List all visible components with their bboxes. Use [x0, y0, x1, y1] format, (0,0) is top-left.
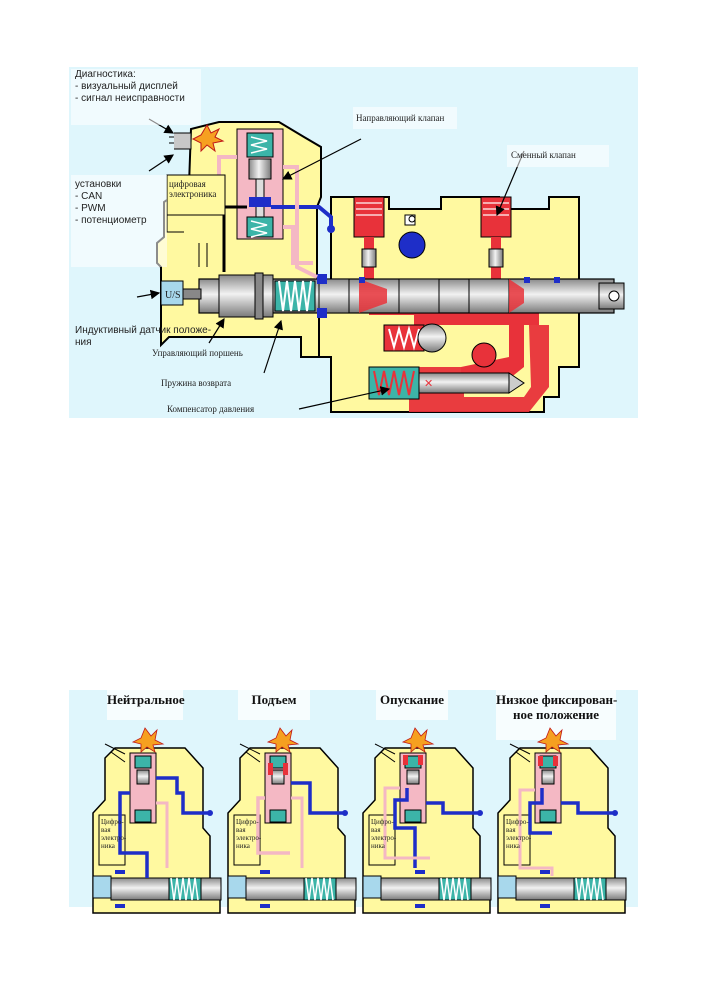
svg-text:✕: ✕ [424, 378, 433, 390]
label-shuttle-valve: Сменный клапан [511, 150, 576, 160]
sensor-symbol: U/S [165, 290, 181, 301]
tank-port [398, 231, 426, 259]
header-raise: Подъем [238, 690, 310, 720]
valve-cross-section: ✕ [136, 118, 625, 413]
label-diagnostics: Диагностика: - визуальный дисплей - сигн… [75, 69, 185, 104]
header-low-fixed: Низкое фиксирован- ное положение [496, 690, 617, 740]
label-control-piston: Управляющий поршень [152, 348, 243, 358]
label-box-settings [71, 175, 167, 267]
label-digital-electronics: цифровая электроника [169, 179, 217, 199]
label-pilot-valve: Направляющий клапан [356, 113, 445, 123]
mini-label-low-fixed: Цифро- вая электро- ника [506, 818, 532, 850]
diagnostic-lamp [191, 123, 225, 153]
label-inductive-sensor: Индуктивный датчик положе- ния [75, 325, 212, 348]
mini-label-neutral: Цифро- вая электро- ника [101, 818, 127, 850]
label-box-pilot-valve [353, 107, 457, 129]
header-lower: Опускание [376, 690, 448, 720]
label-settings: установки - CAN - PWM - потенциометр [75, 179, 147, 226]
label-return-spring: Пружина возврата [161, 378, 232, 388]
label-pressure-compensator: Компенсатор давления [167, 404, 255, 414]
label-box-diagnostics [71, 69, 201, 125]
header-neutral: Нейтральное [107, 690, 185, 720]
mini-label-lower: Цифро- вая электро- ника [371, 818, 397, 850]
label-box-shuttle-valve [507, 145, 609, 167]
mini-label-raise: Цифро- вая электро- ника [236, 818, 262, 850]
top-diagram-panel: ✕ [69, 67, 638, 418]
